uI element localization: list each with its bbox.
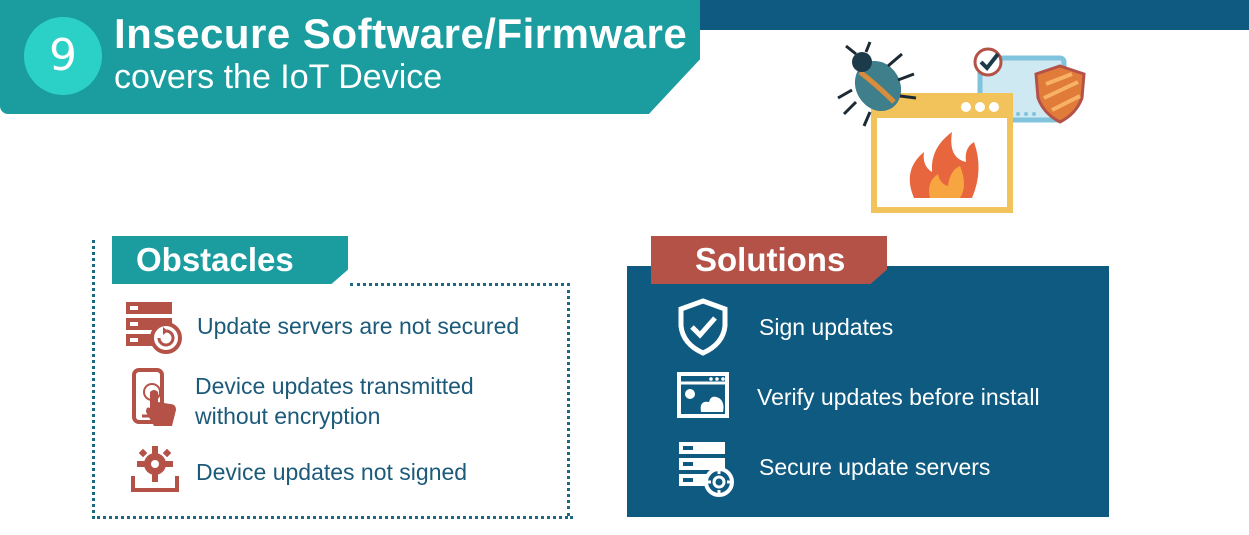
obstacle-item: Device updates transmitted without encry… bbox=[195, 373, 474, 429]
title-banner bbox=[0, 0, 700, 114]
solution-item: Verify updates before install bbox=[757, 384, 1040, 410]
server-refresh-icon bbox=[126, 302, 182, 354]
fire-window-icon bbox=[871, 93, 1013, 213]
browser-gears-icon bbox=[677, 372, 729, 418]
solution-item: Sign updates bbox=[759, 314, 894, 340]
top-bar bbox=[690, 0, 1249, 30]
gear-tray-icon bbox=[131, 446, 179, 492]
phone-touch-icon bbox=[132, 368, 176, 426]
solutions-header: Solutions bbox=[651, 236, 887, 284]
shield-check-icon bbox=[678, 298, 728, 356]
page-title: Insecure Software/Firmware bbox=[114, 10, 688, 57]
checkmark-badge-icon bbox=[973, 47, 1003, 77]
obstacles-header: Obstacles bbox=[112, 236, 348, 284]
obstacle-item: Update servers are not secured bbox=[197, 313, 520, 339]
obstacles-border-top bbox=[350, 283, 570, 286]
firewall-illustration bbox=[837, 41, 1086, 213]
section-number-badge: 9 bbox=[24, 17, 102, 95]
obstacle-item: Device updates not signed bbox=[196, 459, 468, 485]
bug-icon bbox=[837, 41, 917, 127]
solution-item: Secure update servers bbox=[759, 454, 991, 480]
obstacles-border-right bbox=[567, 283, 570, 516]
obstacles-panel bbox=[92, 240, 573, 519]
page-subtitle: covers the IoT Device bbox=[114, 58, 443, 96]
server-gear-icon bbox=[679, 442, 734, 497]
